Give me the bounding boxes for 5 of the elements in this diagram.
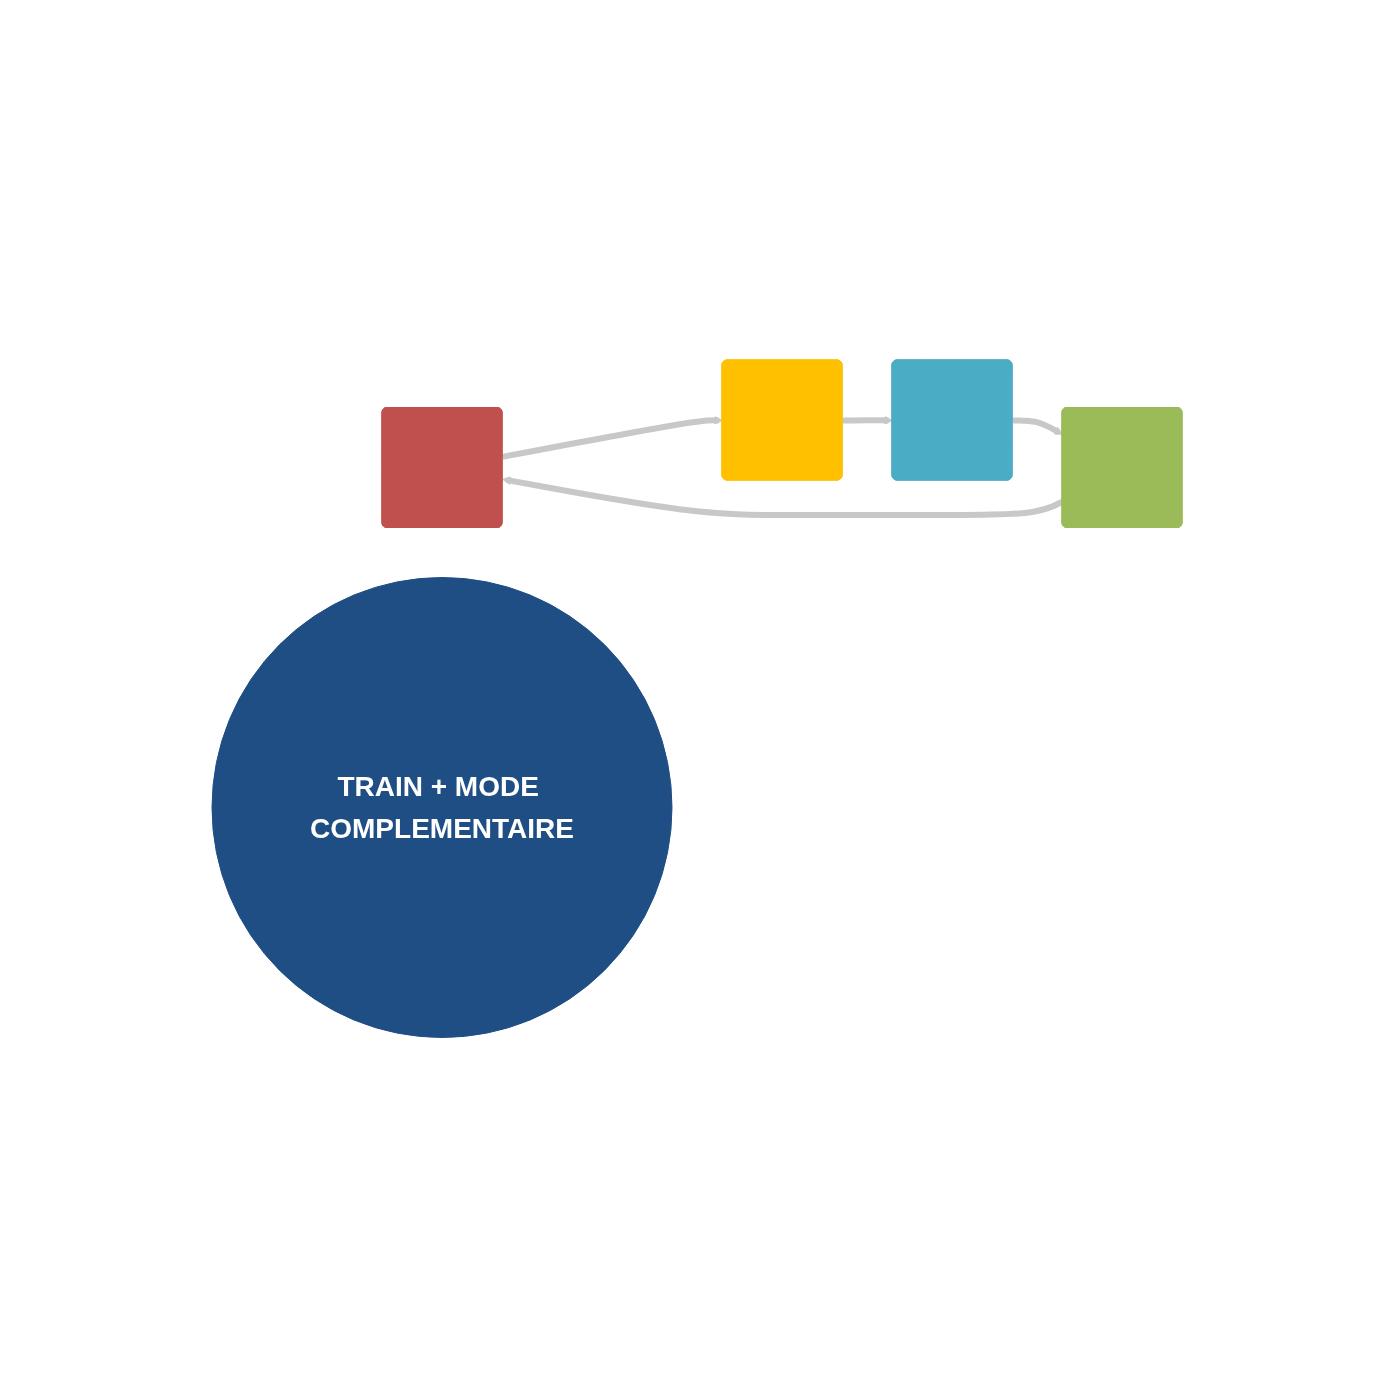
- arrow: [502, 476, 1064, 519]
- arrow: [1012, 417, 1063, 436]
- arrow: [501, 416, 723, 460]
- arrow: [842, 416, 893, 425]
- node-circle: TRAIN + MODE COMPLEMENTAIRE: [211, 577, 673, 1039]
